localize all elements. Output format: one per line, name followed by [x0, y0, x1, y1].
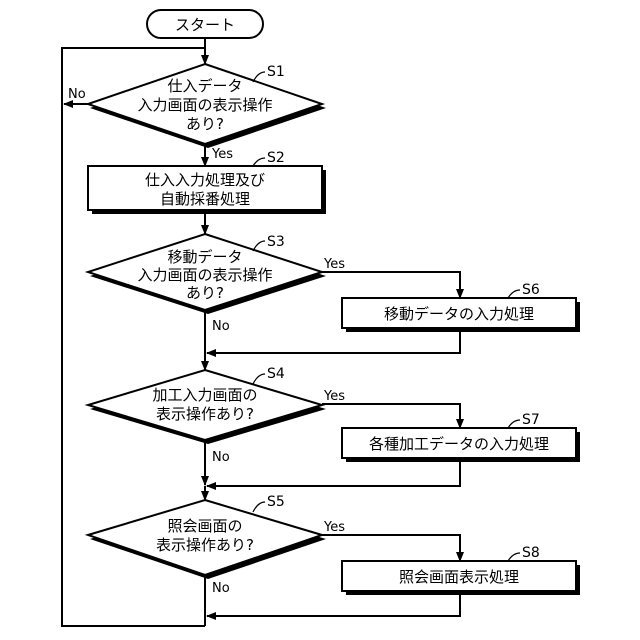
s4-line-2: 表示操作あり?: [156, 405, 254, 423]
s4-line-1: 加工入力画面の: [152, 386, 257, 404]
s4-yes-label: Yes: [323, 389, 345, 404]
s3-step-label: S3: [267, 234, 285, 250]
arrow-s3-yes: [322, 272, 460, 298]
s3-yes-label: Yes: [323, 257, 345, 272]
s5-step-label: S5: [267, 494, 285, 510]
start-terminal: スタート: [147, 10, 263, 38]
s3-line-2: 入力画面の表示操作: [137, 266, 272, 284]
decision-s4: 加工入力画面の 表示操作あり? S4 Yes No: [88, 366, 345, 465]
decision-s1: 仕入データ 入力画面の表示操作 あり? S1 Yes No: [68, 64, 326, 162]
s1-no-label: No: [68, 87, 86, 102]
s6-step-label: S6: [522, 282, 540, 298]
s1-step-label: S1: [267, 64, 285, 80]
start-label: スタート: [175, 16, 235, 34]
s4-step-label: S4: [267, 366, 285, 382]
s2-line-1: 仕入入力処理及び: [145, 171, 265, 189]
s5-no-label: No: [212, 581, 230, 596]
s5-line-1: 照会画面の: [167, 517, 242, 535]
s1-line-1: 仕入データ: [167, 77, 242, 95]
s3-line-1: 移動データ: [167, 248, 242, 266]
process-s2: 仕入入力処理及び 自動採番処理 S2: [88, 150, 326, 214]
s6-line-1: 移動データの入力処理: [384, 305, 534, 323]
s3-no-label: No: [212, 319, 230, 334]
s7-line-1: 各種加工データの入力処理: [369, 435, 549, 453]
s2-line-2: 自動採番処理: [160, 190, 250, 208]
s5-line-2: 表示操作あり?: [156, 536, 254, 554]
arrow-s5-yes: [322, 535, 460, 561]
s1-yes-label: Yes: [211, 147, 233, 162]
s2-step-label: S2: [267, 150, 285, 166]
s1-line-2: 入力画面の表示操作: [137, 96, 272, 114]
arrow-s4-yes: [322, 404, 460, 428]
decision-s3: 移動データ 入力画面の表示操作 あり? S3 Yes No: [88, 234, 345, 334]
s1-line-3: あり?: [186, 115, 224, 133]
s3-line-3: あり?: [186, 284, 224, 302]
s8-step-label: S8: [522, 545, 540, 561]
arrow-s7-return: [207, 458, 460, 486]
s4-no-label: No: [212, 450, 230, 465]
s5-yes-label: Yes: [323, 520, 345, 535]
s8-line-1: 照会画面表示処理: [399, 568, 519, 586]
s7-step-label: S7: [522, 412, 540, 428]
decision-s5: 照会画面の 表示操作あり? S5 Yes No: [88, 494, 345, 596]
